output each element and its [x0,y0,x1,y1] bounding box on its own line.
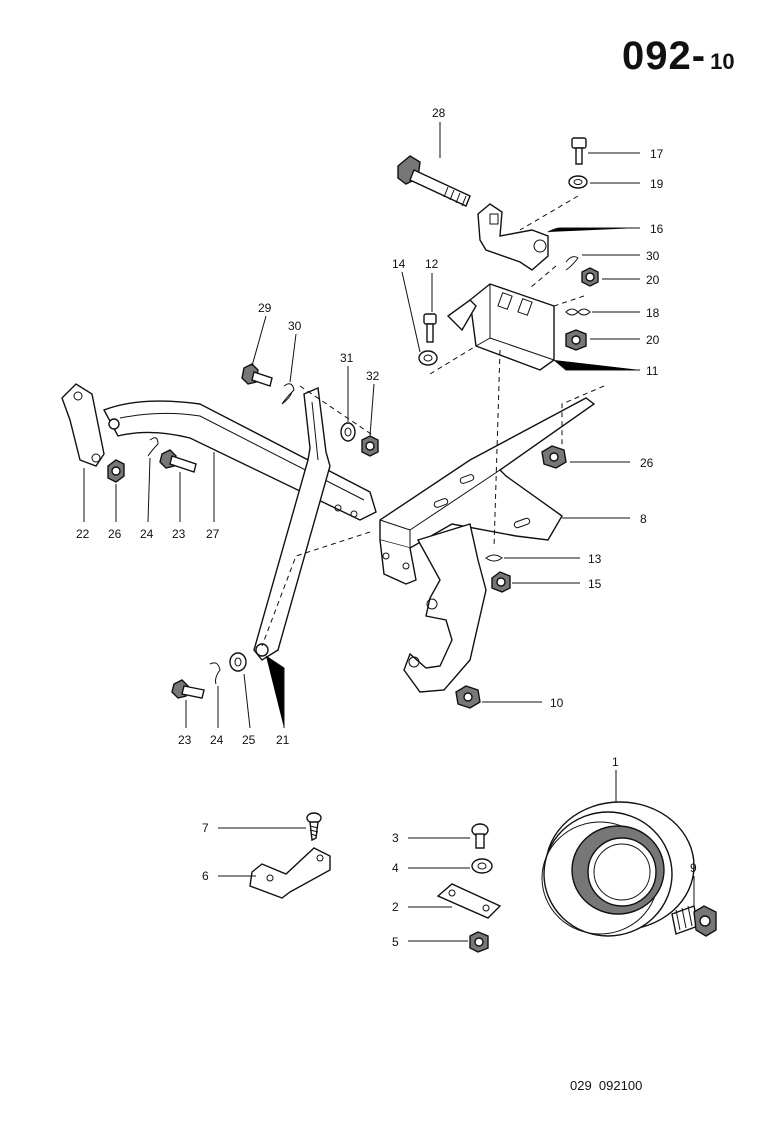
callout-30-right: 30 [646,249,660,263]
bracket-16 [477,203,549,271]
callout-6: 6 [202,869,209,883]
main-bracket-8 [379,397,596,693]
washer-31 [340,422,356,442]
callout-9: 9 [690,861,697,875]
callout-23-upper: 23 [172,527,186,541]
callout-22: 22 [76,527,90,541]
callout-5: 5 [392,935,399,949]
callout-21: 21 [276,733,290,747]
bolt-28 [397,155,471,207]
washer-14 [418,350,438,366]
callout-16: 16 [650,222,664,236]
callout-25: 25 [242,733,256,747]
callout-15: 15 [588,577,602,591]
pulley-1 [541,801,695,937]
callout-27: 27 [206,527,220,541]
callout-20-lower: 20 [646,333,660,347]
callout-32: 32 [366,369,380,383]
bolt-9 [671,905,717,937]
bolt-23-lower [171,679,205,699]
callout-17: 17 [650,147,664,161]
bracket-22 [61,383,105,467]
nut-20-lower [565,329,587,351]
screw-7 [306,812,322,842]
page-sub-number: 10 [710,49,735,74]
nut-15 [491,571,511,593]
rod-21 [253,386,331,661]
bolt-12 [423,313,437,343]
callout-26-right: 26 [640,456,654,470]
callout-2: 2 [392,900,399,914]
callout-24-lower: 24 [210,733,224,747]
callout-19: 19 [650,177,664,191]
callout-7: 7 [202,821,209,835]
callout-13: 13 [588,552,602,566]
clip-30-upper [565,256,579,271]
mount-bracket-11 [446,283,555,371]
washer-19 [568,175,588,189]
clip-24-upper [147,437,159,457]
drawing-code: 029 092100 [570,1078,643,1093]
washer-25 [229,652,247,672]
callout-24-upper: 24 [140,527,154,541]
nut-26-left [107,459,125,483]
clip-24-lower [209,662,221,685]
callout-8: 8 [640,512,647,526]
callout-4: 4 [392,861,399,875]
callout-26-left: 26 [108,527,122,541]
bracket-6 [249,847,331,899]
callout-10: 10 [550,696,564,710]
callout-14: 14 [392,257,406,271]
callout-12: 12 [425,257,439,271]
nut-10 [455,685,481,709]
callout-18: 18 [646,306,660,320]
nut-32 [361,435,379,457]
bolt-29 [241,363,273,387]
support-arm-27 [103,400,377,521]
callout-28: 28 [432,106,446,120]
bolt-17 [571,137,587,165]
nut-20-upper [581,267,599,287]
clip-18 [565,308,591,316]
callout-30-left: 30 [288,319,302,333]
callout-29: 29 [258,301,272,315]
washer-4 [471,858,493,874]
clip-30-left [281,383,295,405]
plate-2 [436,883,502,919]
screw-3 [471,823,489,849]
callout-20-upper: 20 [646,273,660,287]
bolt-23-upper [159,449,197,473]
page-separator: - [691,34,707,78]
callout-3: 3 [392,831,399,845]
callout-1: 1 [612,755,619,769]
clip-13 [485,554,503,562]
nut-26-right [541,445,567,469]
nut-5 [469,931,489,953]
page-header: 092-10 [622,34,735,79]
callout-31: 31 [340,351,354,365]
callout-23-lower: 23 [178,733,192,747]
page-number: 092 [622,34,692,78]
callout-11: 11 [646,364,659,378]
